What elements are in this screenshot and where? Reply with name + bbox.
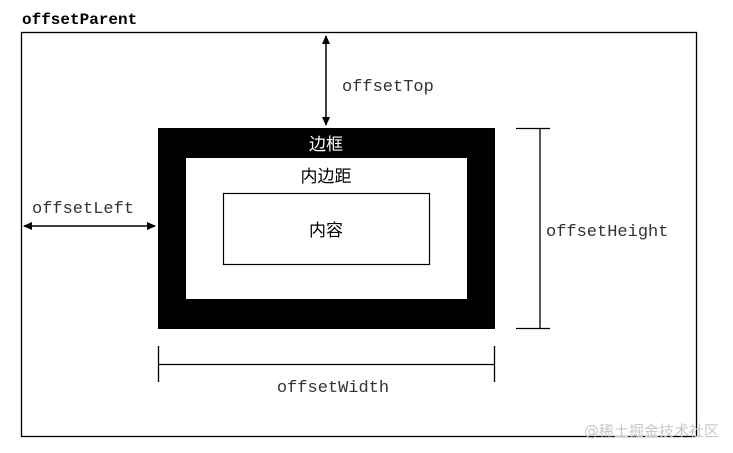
padding-label: 内边距 (301, 167, 352, 187)
content-label: 内容 (309, 221, 343, 241)
element-content-box (222, 192, 431, 266)
offset-left-label: offsetLeft (32, 200, 134, 219)
offset-width-label: offsetWidth (277, 379, 389, 398)
watermark: @稀土掘金技术社区 (584, 422, 719, 440)
offset-top-label: offsetTop (342, 78, 434, 97)
offset-width-dimension (157, 346, 496, 382)
border-label: 边框 (309, 135, 343, 155)
offset-height-dimension (516, 127, 550, 330)
offset-parent-title: offsetParent (22, 11, 137, 29)
offset-height-label: offsetHeight (546, 223, 668, 242)
